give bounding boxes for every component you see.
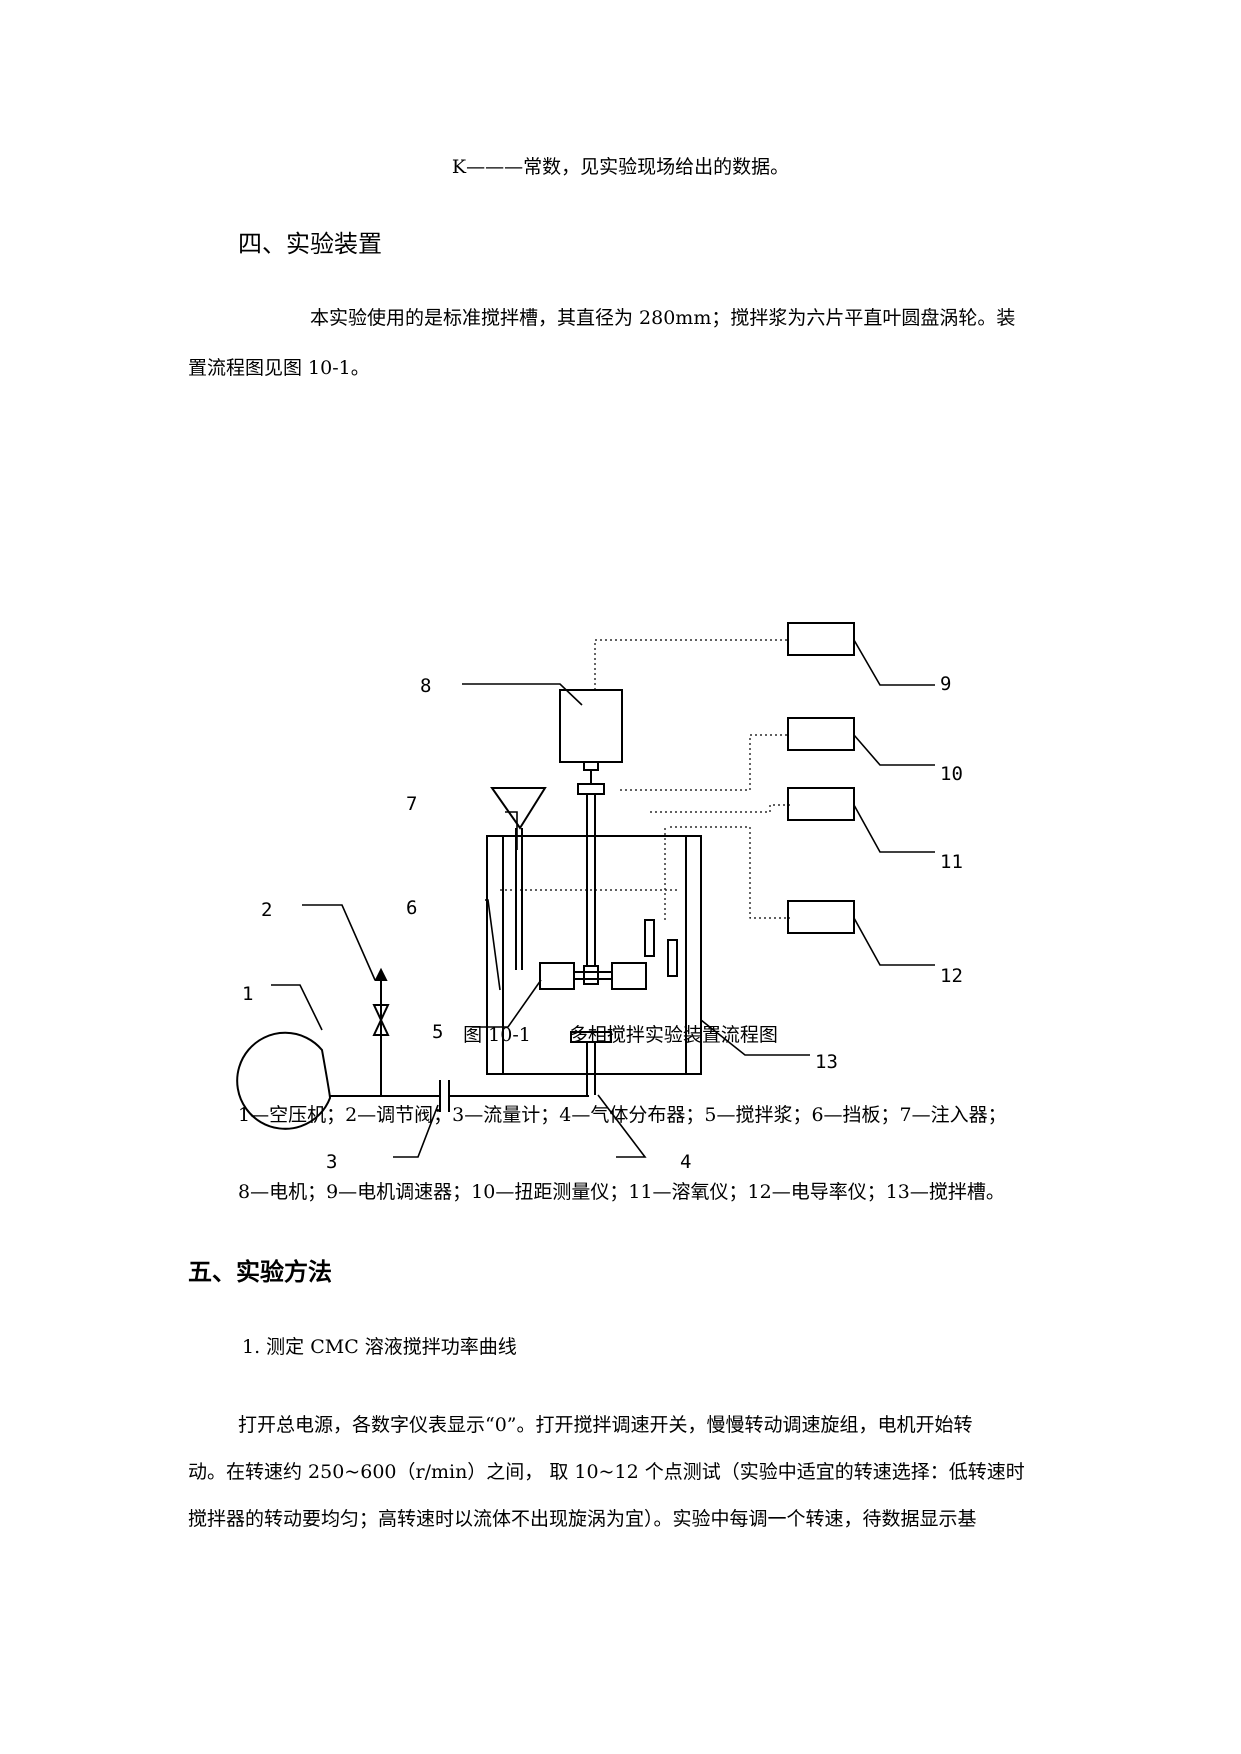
injector-funnel <box>490 787 547 830</box>
label-11: 11 <box>940 851 963 873</box>
gas-distributor <box>570 1031 612 1043</box>
label-6: 6 <box>406 897 417 919</box>
compressor <box>236 1031 332 1130</box>
label-7: 7 <box>406 793 417 815</box>
section5-sub1: 1. 测定 CMC 溶液搅拌功率曲线 <box>242 1336 517 1358</box>
label-10: 10 <box>940 763 963 785</box>
regulating-valve <box>372 1004 390 1023</box>
constant-k-line: K———常数，见实验现场给出的数据。 <box>451 156 790 178</box>
section5-para-line1: 打开总电源，各数字仪表显示“0”。打开搅拌调速开关，慢慢转动调速旋组，电机开始转 <box>238 1414 973 1436</box>
section4-para-line2: 置流程图见图 10-1。 <box>188 357 370 379</box>
apparatus-diagram: 1 2 3 4 5 6 7 8 9 10 11 12 13 <box>236 622 963 1173</box>
conductivity-meter-box <box>787 900 855 934</box>
impeller-left-blade <box>539 962 575 990</box>
impeller-right-blade <box>611 962 647 990</box>
label-5: 5 <box>432 1021 443 1043</box>
legend-line2: 8—电机；9—电机调速器；10—扭距测量仪；11—溶氧仪；12—电导率仪；13—… <box>238 1181 1005 1203</box>
section4-para-line1: 本实验使用的是标准搅拌槽，其直径为 280mm；搅拌浆为六片平直叶圆盘涡轮。装 <box>310 307 1016 329</box>
label-8: 8 <box>420 675 431 697</box>
motor-box <box>559 689 623 763</box>
label-9: 9 <box>940 673 951 695</box>
section5-para-line2: 动。在转速约 250~600（r/min）之间， 取 10~12 个点测试（实验… <box>188 1461 1025 1483</box>
label-3: 3 <box>326 1151 337 1173</box>
conductivity-probe <box>667 939 678 977</box>
label-1: 1 <box>242 983 253 1005</box>
section4-heading: 四、实验装置 <box>238 230 382 258</box>
label-12: 12 <box>940 965 963 987</box>
label-13: 13 <box>815 1051 838 1073</box>
label-4: 4 <box>680 1151 691 1173</box>
do-probe <box>644 919 655 957</box>
speed-controller-box <box>787 622 855 656</box>
torque-meter-box <box>787 717 855 751</box>
figure-caption: 图 10-1 多相搅拌实验装置流程图 <box>463 1024 778 1046</box>
section5-heading: 五、实验方法 <box>188 1258 332 1286</box>
section5-para-line3: 搅拌器的转动要均匀；高转速时以流体不出现旋涡为宜）。实验中每调一个转速，待数据显… <box>188 1508 977 1530</box>
legend-line1: 1—空压机；2—调节阀；3—流量计；4—气体分布器；5—搅拌浆；6—挡板；7—注… <box>238 1104 1007 1126</box>
label-2: 2 <box>261 899 272 921</box>
dissolved-oxygen-meter-box <box>787 787 855 821</box>
